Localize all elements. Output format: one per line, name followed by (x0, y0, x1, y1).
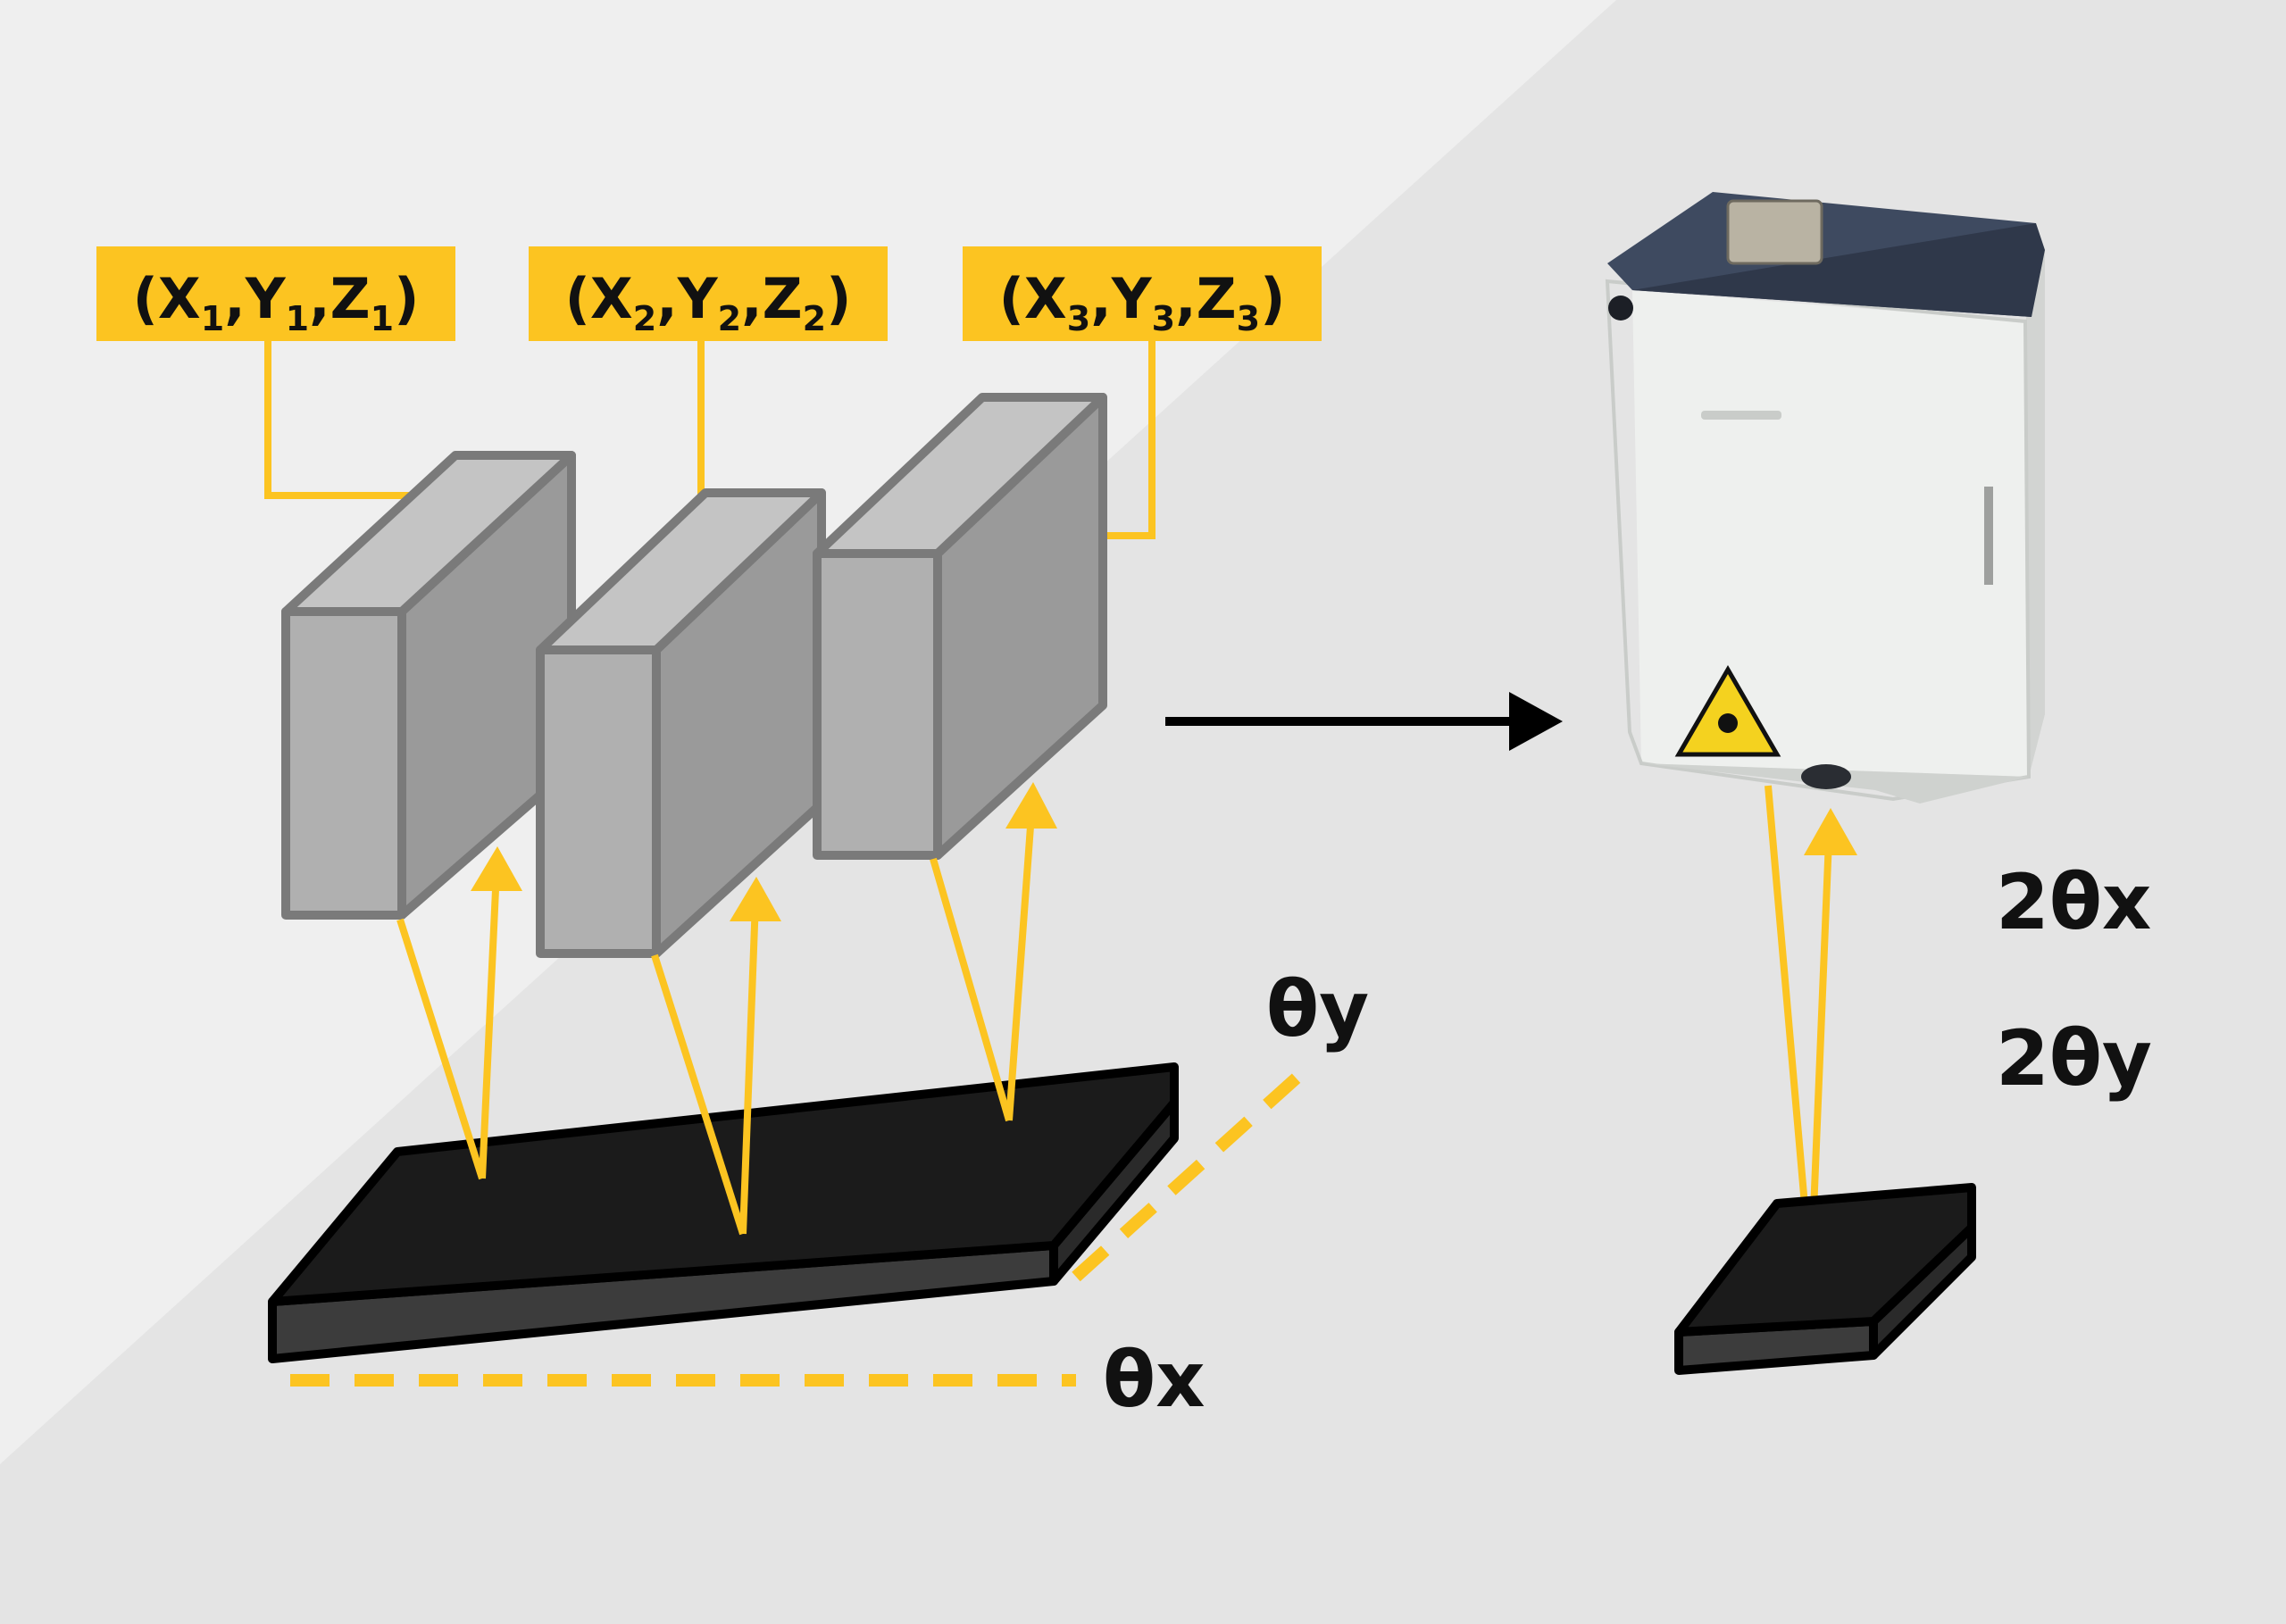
block-1-top (281, 451, 576, 616)
label-1-sub-y: 1 (286, 299, 309, 338)
theta-y-label: θy (1266, 965, 1369, 1054)
laser-warning-triangle-icon (1674, 665, 1781, 757)
theta-x-label: θx (1103, 1336, 1206, 1425)
laser-warning-dot (1718, 713, 1738, 733)
block-1-front (281, 607, 406, 920)
point-label-1: (X1,Y1,Z1) (96, 246, 455, 341)
angle-guides (290, 1066, 1308, 1387)
transition-arrow-head (1509, 692, 1563, 751)
point-label-3: (X3,Y3,Z3) (963, 246, 1322, 341)
point-label-1-text: (X1,Y1,Z1) (133, 266, 420, 338)
mirror-block-2 (536, 488, 826, 958)
label-2-z: ,Z (741, 266, 803, 331)
label-3-close: ) (1260, 266, 1285, 331)
label-3-sub-y: 3 (1152, 299, 1175, 338)
point-label-2-text: (X2,Y2,Z2) (565, 266, 852, 338)
label-2-sub-z: 2 (803, 299, 826, 338)
theta-y-guide (1072, 1066, 1308, 1282)
label-2-sub-y: 2 (718, 299, 741, 338)
sensor-lens (1801, 764, 1851, 789)
block-2-top (536, 488, 826, 654)
beam-1-out (479, 870, 500, 1179)
sensor-port (1608, 296, 1633, 321)
label-1-close: ) (394, 266, 419, 331)
label-1-sub-x: 1 (201, 299, 224, 338)
laser-warning-triangle (1674, 665, 1781, 757)
sensor-front-face (1632, 290, 2029, 777)
right-plate-top (1674, 1183, 1976, 1337)
label-1-sub-z: 1 (371, 299, 394, 338)
right-plate (1674, 1183, 1976, 1375)
laser-autocollimator-sensor-icon (1605, 192, 2045, 804)
beam-2-out (739, 901, 759, 1235)
beam-1-arrowhead (471, 846, 522, 891)
beam-1-in (396, 918, 486, 1180)
beam-3-in (930, 857, 1013, 1122)
label-3-sub-z: 3 (1237, 299, 1260, 338)
block-3-front (813, 549, 942, 860)
right-beam-in (1765, 785, 1815, 1278)
label-2-open: (X (565, 266, 633, 331)
block-2-front (536, 645, 661, 958)
label-2-close: ) (826, 266, 851, 331)
label-1-z: ,Z (309, 266, 371, 331)
left-beam-arrowheads (471, 782, 1057, 921)
label-1-y: ,Y (224, 266, 287, 331)
two-theta-x-label: 2θx (1996, 858, 2151, 947)
label-2-y: ,Y (656, 266, 719, 331)
point-label-2-box (529, 246, 888, 341)
label-3-open: (X (999, 266, 1067, 331)
point-label-3-text: (X3,Y3,Z3) (999, 266, 1286, 338)
label-2-sub-x: 2 (633, 299, 656, 338)
label-3-y: ,Y (1090, 266, 1153, 331)
beam-2-in (651, 954, 747, 1236)
transition-arrow (1165, 692, 1563, 751)
sensor-side-face (2025, 250, 2045, 777)
label-3-sub-x: 3 (1067, 299, 1090, 338)
right-beam-arrowhead (1804, 808, 1857, 855)
beam-3-arrowhead (1005, 782, 1057, 829)
point-label-2: (X2,Y2,Z2) (529, 246, 888, 341)
beam-2-arrowhead (730, 877, 781, 921)
left-plate (268, 1062, 1179, 1363)
beam-3-out (1005, 813, 1035, 1121)
left-beams (396, 813, 1035, 1236)
sensor-cap-edge (1632, 223, 2045, 317)
block-3-top (813, 393, 1107, 558)
two-theta-y-label: 2θy (1996, 1014, 2152, 1103)
sensor-connector (1726, 199, 1823, 265)
mirror-block-3 (813, 393, 1107, 860)
sensor-front-slot (1701, 411, 1781, 420)
label-connectors (264, 339, 1156, 539)
left-plate-top (268, 1062, 1179, 1306)
point-label-1-box (96, 246, 455, 341)
point-label-3-box (963, 246, 1322, 341)
connector-1 (264, 339, 420, 499)
label-3-z: ,Z (1175, 266, 1237, 331)
mirror-block-1 (281, 451, 576, 920)
label-1-open: (X (133, 266, 201, 331)
sensor-side-detail (1984, 487, 1993, 585)
connector-3 (1107, 339, 1156, 539)
sensor-outline (1605, 279, 2032, 802)
